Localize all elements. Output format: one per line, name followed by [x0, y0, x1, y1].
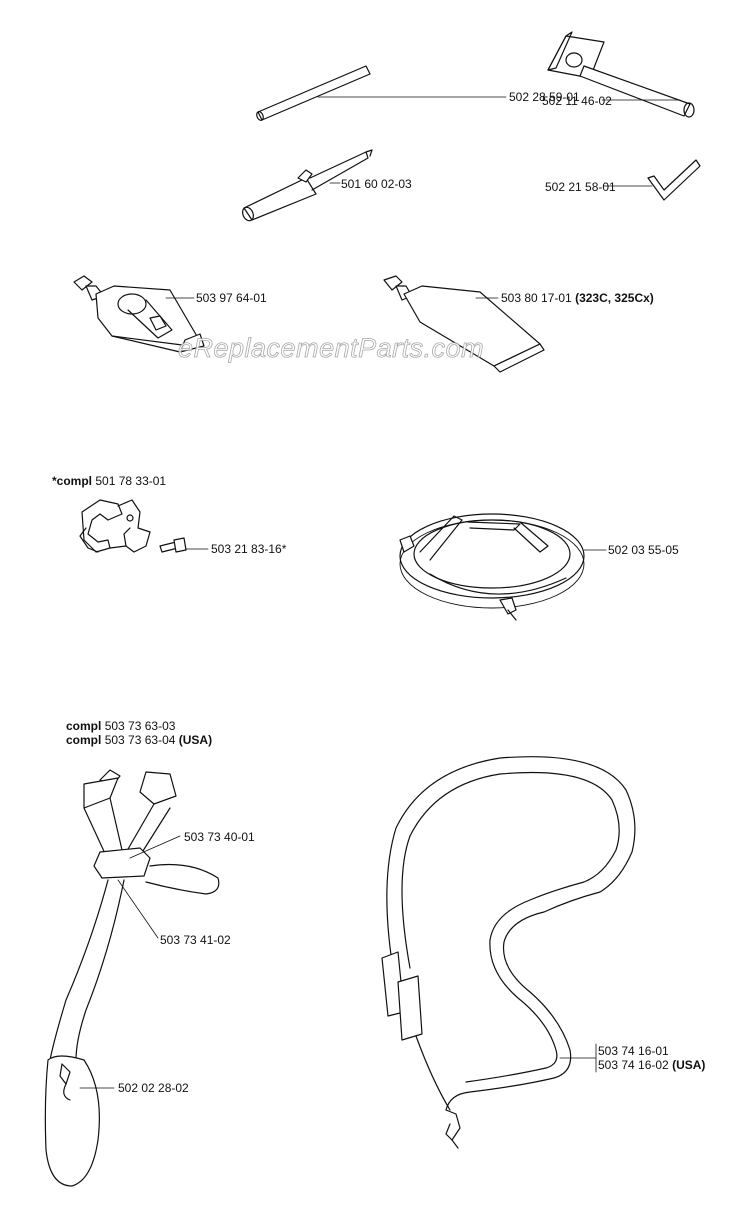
grease-tube-2-part	[383, 275, 545, 373]
harness-kit-1-part: 503 73 63-03	[104, 719, 176, 733]
label-rod: 502 28 59-01	[509, 90, 580, 104]
label-box-wrench: 502 11 46-02	[542, 94, 612, 108]
label-harness-clip: 503 73 41-02	[160, 933, 231, 947]
label-shoulder-strap-2: 503 74 16-02 (USA)	[598, 1058, 705, 1072]
leader-line	[117, 879, 159, 939]
label-grease-tube-2: 503 80 17-01 (323C, 325Cx)	[501, 291, 654, 305]
label-harness-kit-1: compl 503 73 63-03	[66, 719, 175, 733]
leader-line	[129, 835, 181, 859]
screwdriver-part	[241, 149, 373, 222]
harness-kit-2-prefix: compl	[66, 733, 102, 747]
label-hip-pad: 502 02 28-02	[118, 1081, 189, 1095]
rod-part	[256, 65, 507, 121]
label-bracket-screw: 503 21 83-16*	[211, 542, 287, 556]
shoulder-strap-2-note: (USA)	[672, 1058, 706, 1072]
harness-kit-2-note: (USA)	[178, 733, 213, 747]
label-harness-buckle: 503 73 40-01	[184, 830, 255, 844]
label-guard-ring: 502 03 55-05	[608, 543, 679, 557]
box-wrench-part	[547, 31, 695, 118]
watermark: eReplacementParts.com	[178, 333, 485, 364]
grease-tube-2-note: (323C, 325Cx)	[575, 291, 654, 305]
harness-part	[44, 769, 220, 1187]
label-bracket-kit: *compl 501 78 33-01	[52, 474, 166, 488]
label-screwdriver: 501 60 02-03	[341, 177, 412, 191]
shoulder-strap-part	[381, 756, 636, 1149]
label-hex-key: 502 21 58-01	[545, 180, 616, 194]
grease-tube-2-part: 503 80 17-01	[501, 291, 572, 305]
bracket-kit-part: 501 78 33-01	[95, 474, 167, 488]
harness-kit-2-part: 503 73 63-04	[104, 733, 176, 747]
guard-ring-part	[399, 513, 607, 621]
label-grease-tube-1: 503 97 64-01	[196, 291, 267, 305]
bracket-part	[79, 499, 209, 553]
label-shoulder-strap-1: 503 74 16-01	[598, 1044, 669, 1058]
label-harness-kit-2: compl 503 73 63-04 (USA)	[66, 733, 212, 747]
grease-tube-1-part	[73, 275, 205, 353]
shoulder-strap-2-part: 503 74 16-02	[598, 1058, 669, 1072]
harness-kit-1-prefix: compl	[66, 719, 102, 733]
hex-key-part	[603, 159, 701, 201]
bracket-kit-prefix: *compl	[52, 474, 93, 488]
